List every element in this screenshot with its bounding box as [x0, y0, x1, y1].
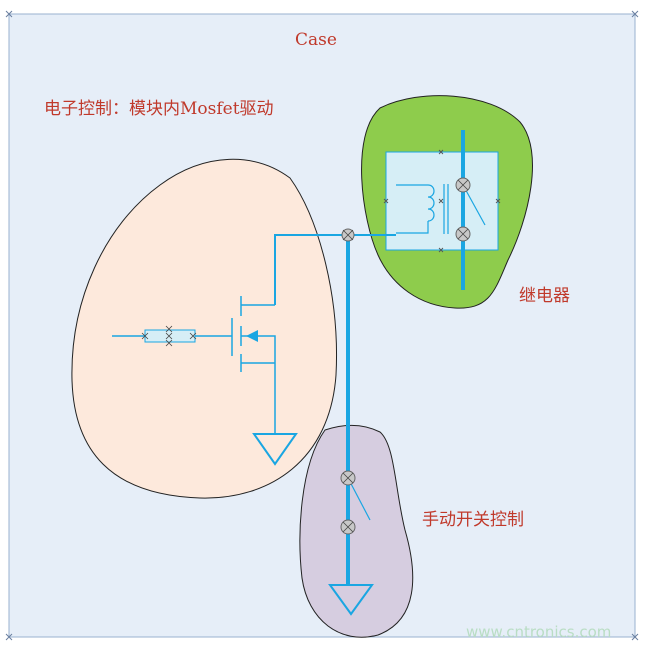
gate-resistor — [144, 329, 196, 343]
mosfet-region — [71, 158, 337, 499]
relay-contact-nodes — [455, 177, 471, 242]
relay-label: 继电器 — [519, 286, 570, 306]
case-label: Case — [295, 30, 337, 50]
manual-switch-region — [299, 424, 414, 638]
manual-switch-label: 手动开关控制 — [422, 510, 524, 530]
canvas-corner-handles — [5, 10, 639, 641]
relay-coil — [396, 184, 449, 234]
junction-node — [341, 228, 355, 242]
watermark: www.cntronics.com — [466, 623, 611, 641]
mosfet-ground-symbol — [252, 433, 298, 466]
relay-contact — [461, 130, 486, 290]
manual-ground-symbol — [328, 584, 374, 616]
mosfet-region-label: 电子控制：模块内Mosfet驱动 — [44, 99, 274, 119]
gate-resistor-handles — [141, 325, 197, 347]
relay-box-handles — [383, 149, 501, 253]
relay-box — [385, 151, 499, 251]
manual-switch — [340, 470, 371, 535]
mosfet-arrow — [246, 330, 258, 342]
